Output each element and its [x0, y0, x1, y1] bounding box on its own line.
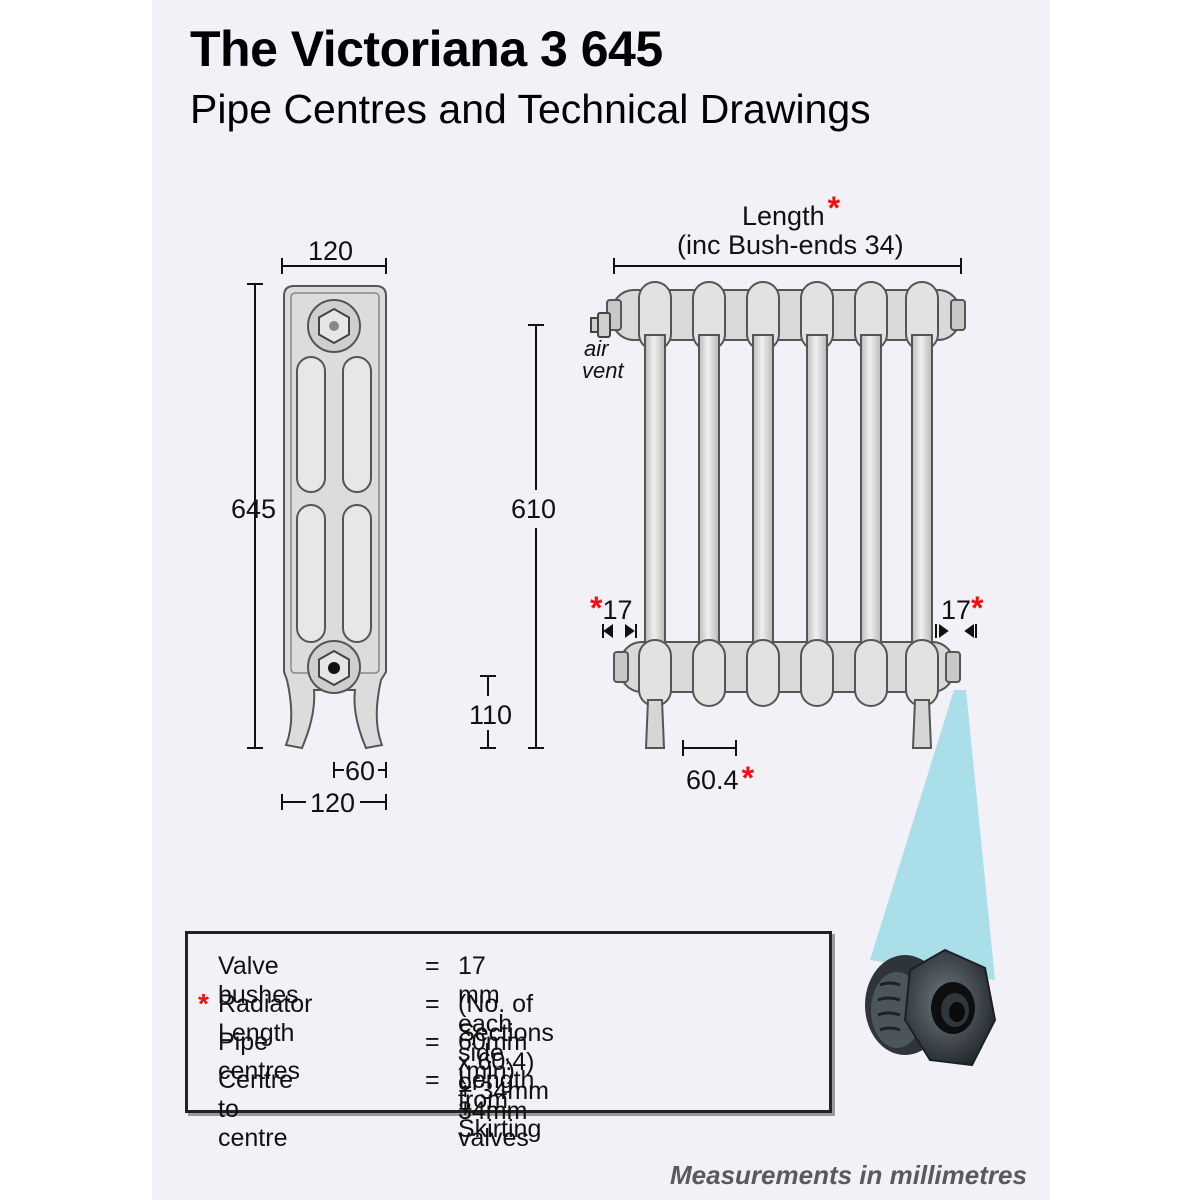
valve-bush-callout	[865, 690, 997, 1067]
side-top-width-label: 120	[308, 236, 354, 266]
note-value: Length + valves	[458, 1066, 535, 1152]
note-asterisk: *	[198, 988, 209, 1019]
right-bush-dimension	[935, 624, 977, 638]
section-width-dimension	[682, 740, 737, 756]
side-height-label: 645	[231, 494, 277, 524]
note-equals: =	[425, 1066, 440, 1094]
air-vent-label-line2: vent	[582, 358, 624, 383]
centre-height-dimension	[528, 324, 544, 749]
side-view	[247, 258, 387, 810]
note-label: Valve bushes	[218, 952, 299, 1009]
section-6	[905, 281, 939, 749]
note-label: Radiator Length	[218, 990, 313, 1047]
section-width-label: 60.4*	[686, 760, 755, 796]
side-bottom-width-dimension	[281, 794, 387, 810]
length-label: Length*	[742, 190, 841, 231]
side-pipe-offset-label: 60	[345, 756, 376, 786]
right-bush-label: 17*	[941, 590, 984, 626]
length-note-label: (inc Bush-ends 34)	[677, 230, 904, 260]
left-bush-dimension	[602, 624, 637, 638]
valve-bush-photo	[865, 948, 997, 1067]
units-footer: Measurements in millimetres	[670, 1160, 1027, 1190]
notes-box: Valve bushes = 17 mm each side, or 34mm …	[185, 931, 832, 1152]
length-dimension	[613, 258, 962, 274]
section-5	[854, 281, 888, 707]
page-title: The Victoriana 3 645	[190, 21, 663, 77]
centre-height-label: 610	[511, 494, 557, 524]
note-equals: =	[425, 990, 440, 1018]
side-height-dimension	[247, 283, 263, 749]
section-4	[800, 281, 834, 707]
leg-height-dimension	[480, 675, 496, 749]
note-equals: =	[425, 952, 440, 980]
section-1	[638, 281, 672, 749]
leg-height-label: 110	[469, 700, 513, 730]
note-label: Pipe centres	[218, 1028, 300, 1085]
air-vent-label-line1: air	[584, 336, 609, 361]
note-value: 17 mm each side, or 34mm	[458, 952, 528, 1125]
note-label: Centre to centre	[218, 1066, 294, 1152]
note-value: 60mm (min) from Skirting	[458, 1028, 542, 1143]
side-top-width-dimension	[281, 258, 387, 274]
front-view	[480, 258, 977, 756]
side-bottom-width-label: 120	[310, 788, 356, 818]
note-value: (No. of Sections x 60.4) + 34mm	[458, 990, 554, 1105]
page-subtitle: Pipe Centres and Technical Drawings	[190, 86, 871, 132]
section-2	[692, 281, 726, 707]
left-bush-label: *17	[590, 590, 633, 626]
note-equals: =	[425, 1028, 440, 1056]
radiator-sections	[638, 281, 939, 749]
radiator-side-body	[283, 285, 387, 750]
side-pipe-offset-dimension	[333, 762, 387, 778]
section-3	[746, 281, 780, 707]
air-vent-valve	[590, 312, 611, 338]
